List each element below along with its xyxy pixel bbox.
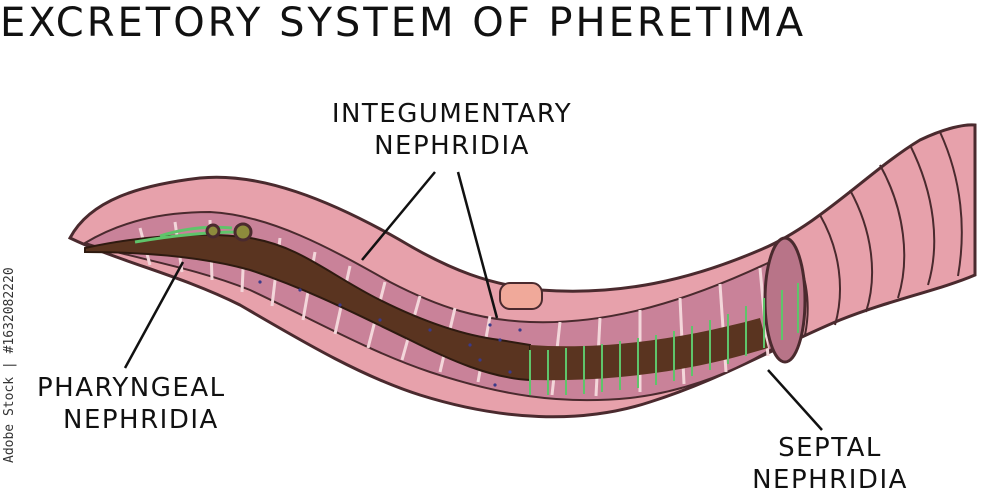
septal-nephridia [529,283,799,395]
clitellum [499,282,543,310]
label-integumentary-nephridia: INTEGUMENTARY NEPHRIDIA [312,98,592,162]
label-pharyngeal-line2: NEPHRIDIA [63,405,219,435]
label-septal-line1: SEPTAL [778,433,882,463]
label-septal-nephridia: SEPTAL NEPHRIDIA [730,432,930,496]
gut-posterior [530,318,768,381]
watermark: Adobe Stock | #1632082220 [2,267,17,463]
label-pharyngeal-nephridia: PHARYNGEAL NEPHRIDIA [37,372,277,436]
integumentary-nephridia [258,280,522,387]
label-integumentary-line1: INTEGUMENTARY [331,99,573,129]
label-integumentary-line2: NEPHRIDIA [374,131,530,161]
label-septal-line2: NEPHRIDIA [752,465,908,495]
pharyngeal-nephridia [134,222,253,244]
label-pharyngeal-line1: PHARYNGEAL [37,373,226,403]
leader-lines [123,171,823,431]
body-rings [789,131,963,336]
page-title: EXCRETORY SYSTEM OF PHERETIMA [0,0,807,46]
